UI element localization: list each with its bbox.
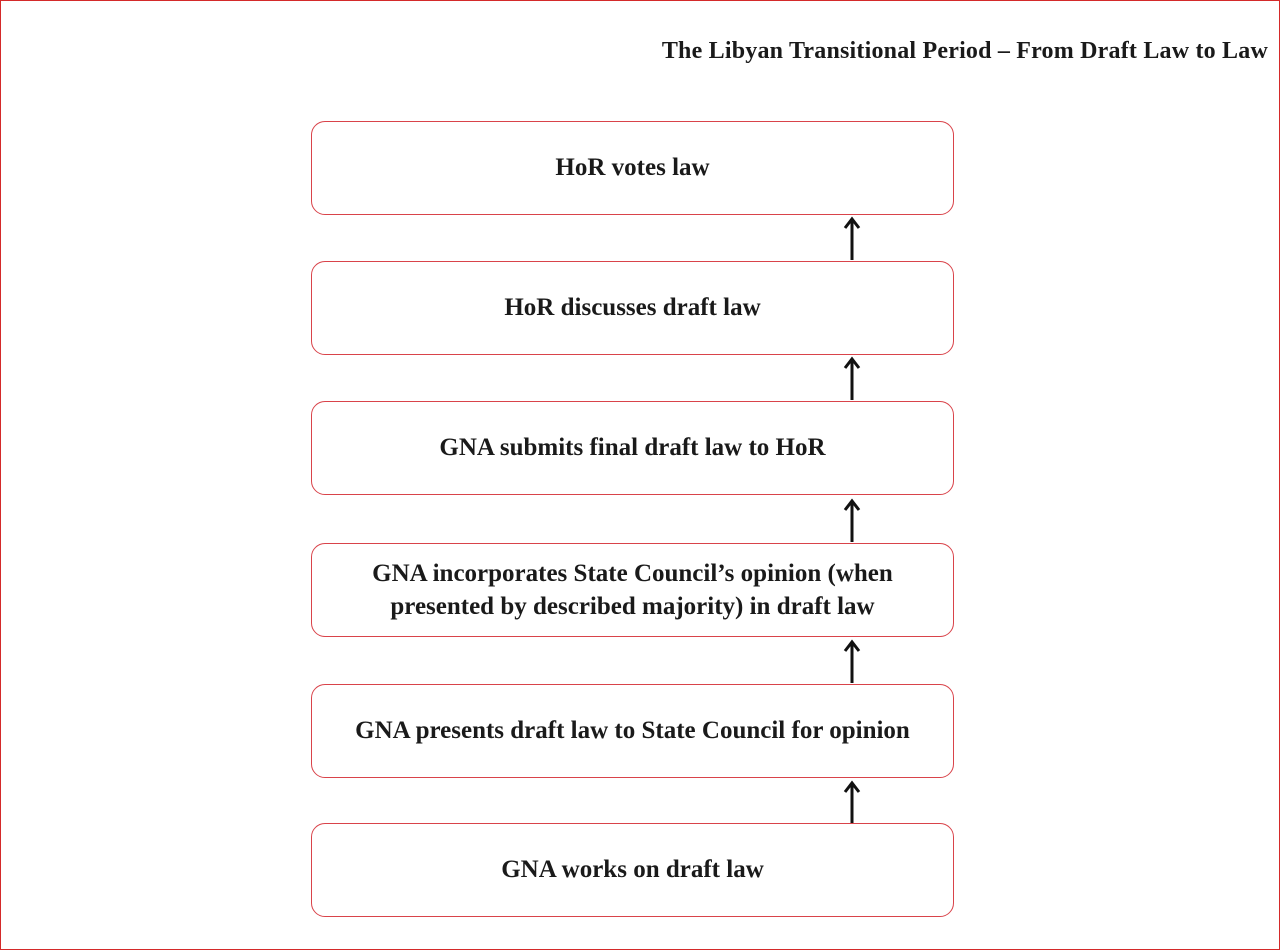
step-label: GNA works on draft law — [501, 856, 764, 884]
up-arrow-icon — [842, 498, 862, 542]
step-gna-presents-to-state-council: GNA presents draft law to State Council … — [311, 684, 954, 778]
step-label: GNA presents draft law to State Council … — [355, 717, 910, 745]
up-arrow-icon — [842, 356, 862, 400]
step-hor-votes-law: HoR votes law — [311, 121, 954, 215]
step-gna-submits-final-draft: GNA submits final draft law to HoR — [311, 401, 954, 495]
step-gna-incorporates-opinion: GNA incorporates State Council’s opinion… — [311, 543, 954, 637]
up-arrow-icon — [842, 780, 862, 824]
step-label: HoR votes law — [555, 154, 710, 182]
up-arrow-icon — [842, 216, 862, 260]
step-label: GNA incorporates State Council’s opinion… — [372, 559, 893, 621]
step-label: GNA submits final draft law to HoR — [439, 434, 826, 462]
step-hor-discusses-draft-law: HoR discusses draft law — [311, 261, 954, 355]
step-gna-works-on-draft: GNA works on draft law — [311, 823, 954, 917]
step-label: HoR discusses draft law — [504, 294, 761, 322]
diagram-title: The Libyan Transitional Period – From Dr… — [661, 38, 1268, 64]
up-arrow-icon — [842, 639, 862, 683]
